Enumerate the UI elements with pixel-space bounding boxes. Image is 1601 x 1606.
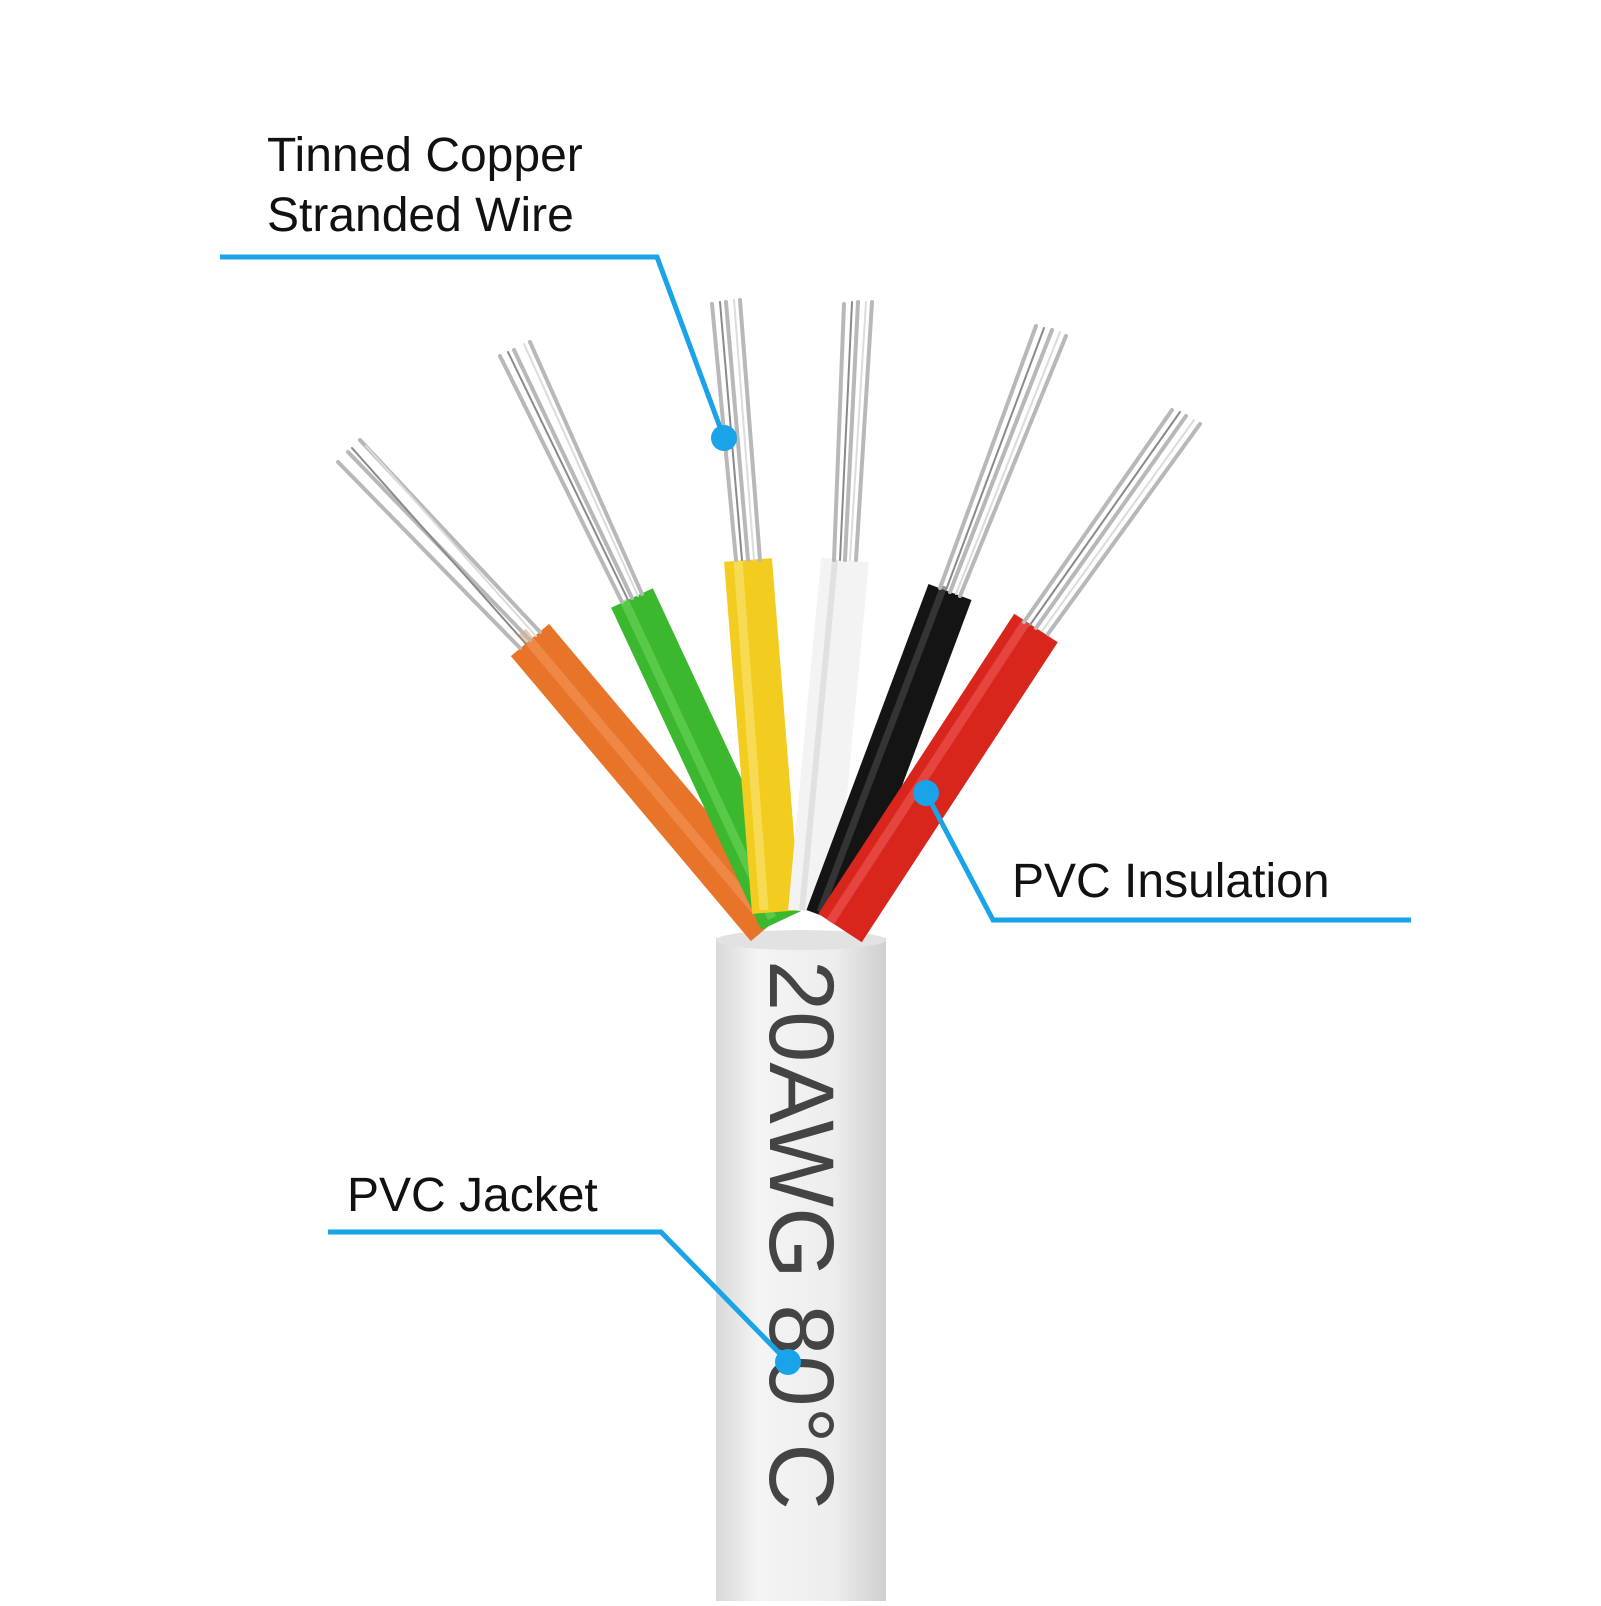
conductor-yellow (710, 298, 800, 914)
callout-pvc-jacket: PVC Jacket (347, 1169, 598, 1222)
strands-green (498, 340, 644, 604)
callout-copper-line1: Tinned Copper (267, 129, 583, 182)
jacket-print: 20AWG 80°C (750, 960, 852, 1510)
leader-insulation-dot (913, 780, 939, 806)
strands-black (938, 324, 1068, 598)
strands-red (1022, 408, 1202, 636)
leader-jacket (328, 1229, 801, 1375)
strands-white (832, 300, 874, 562)
leader-insulation (913, 780, 1411, 923)
leader-copper-dot (711, 425, 737, 451)
pvc-jacket: 20AWG 80°C (716, 930, 886, 1606)
conductor-red (818, 408, 1202, 943)
leader-jacket-dot (775, 1349, 801, 1375)
strands-orange (336, 438, 542, 650)
conductor-black (806, 324, 1068, 927)
insulated-conductors (336, 298, 1202, 943)
conductor-white (788, 300, 874, 915)
callout-tinned-copper: Tinned Copper Stranded Wire (267, 126, 583, 246)
callout-pvc-insulation: PVC Insulation (1012, 855, 1330, 908)
conductor-orange (336, 438, 790, 942)
leader-copper (220, 254, 737, 451)
callout-copper-line2: Stranded Wire (267, 189, 574, 242)
